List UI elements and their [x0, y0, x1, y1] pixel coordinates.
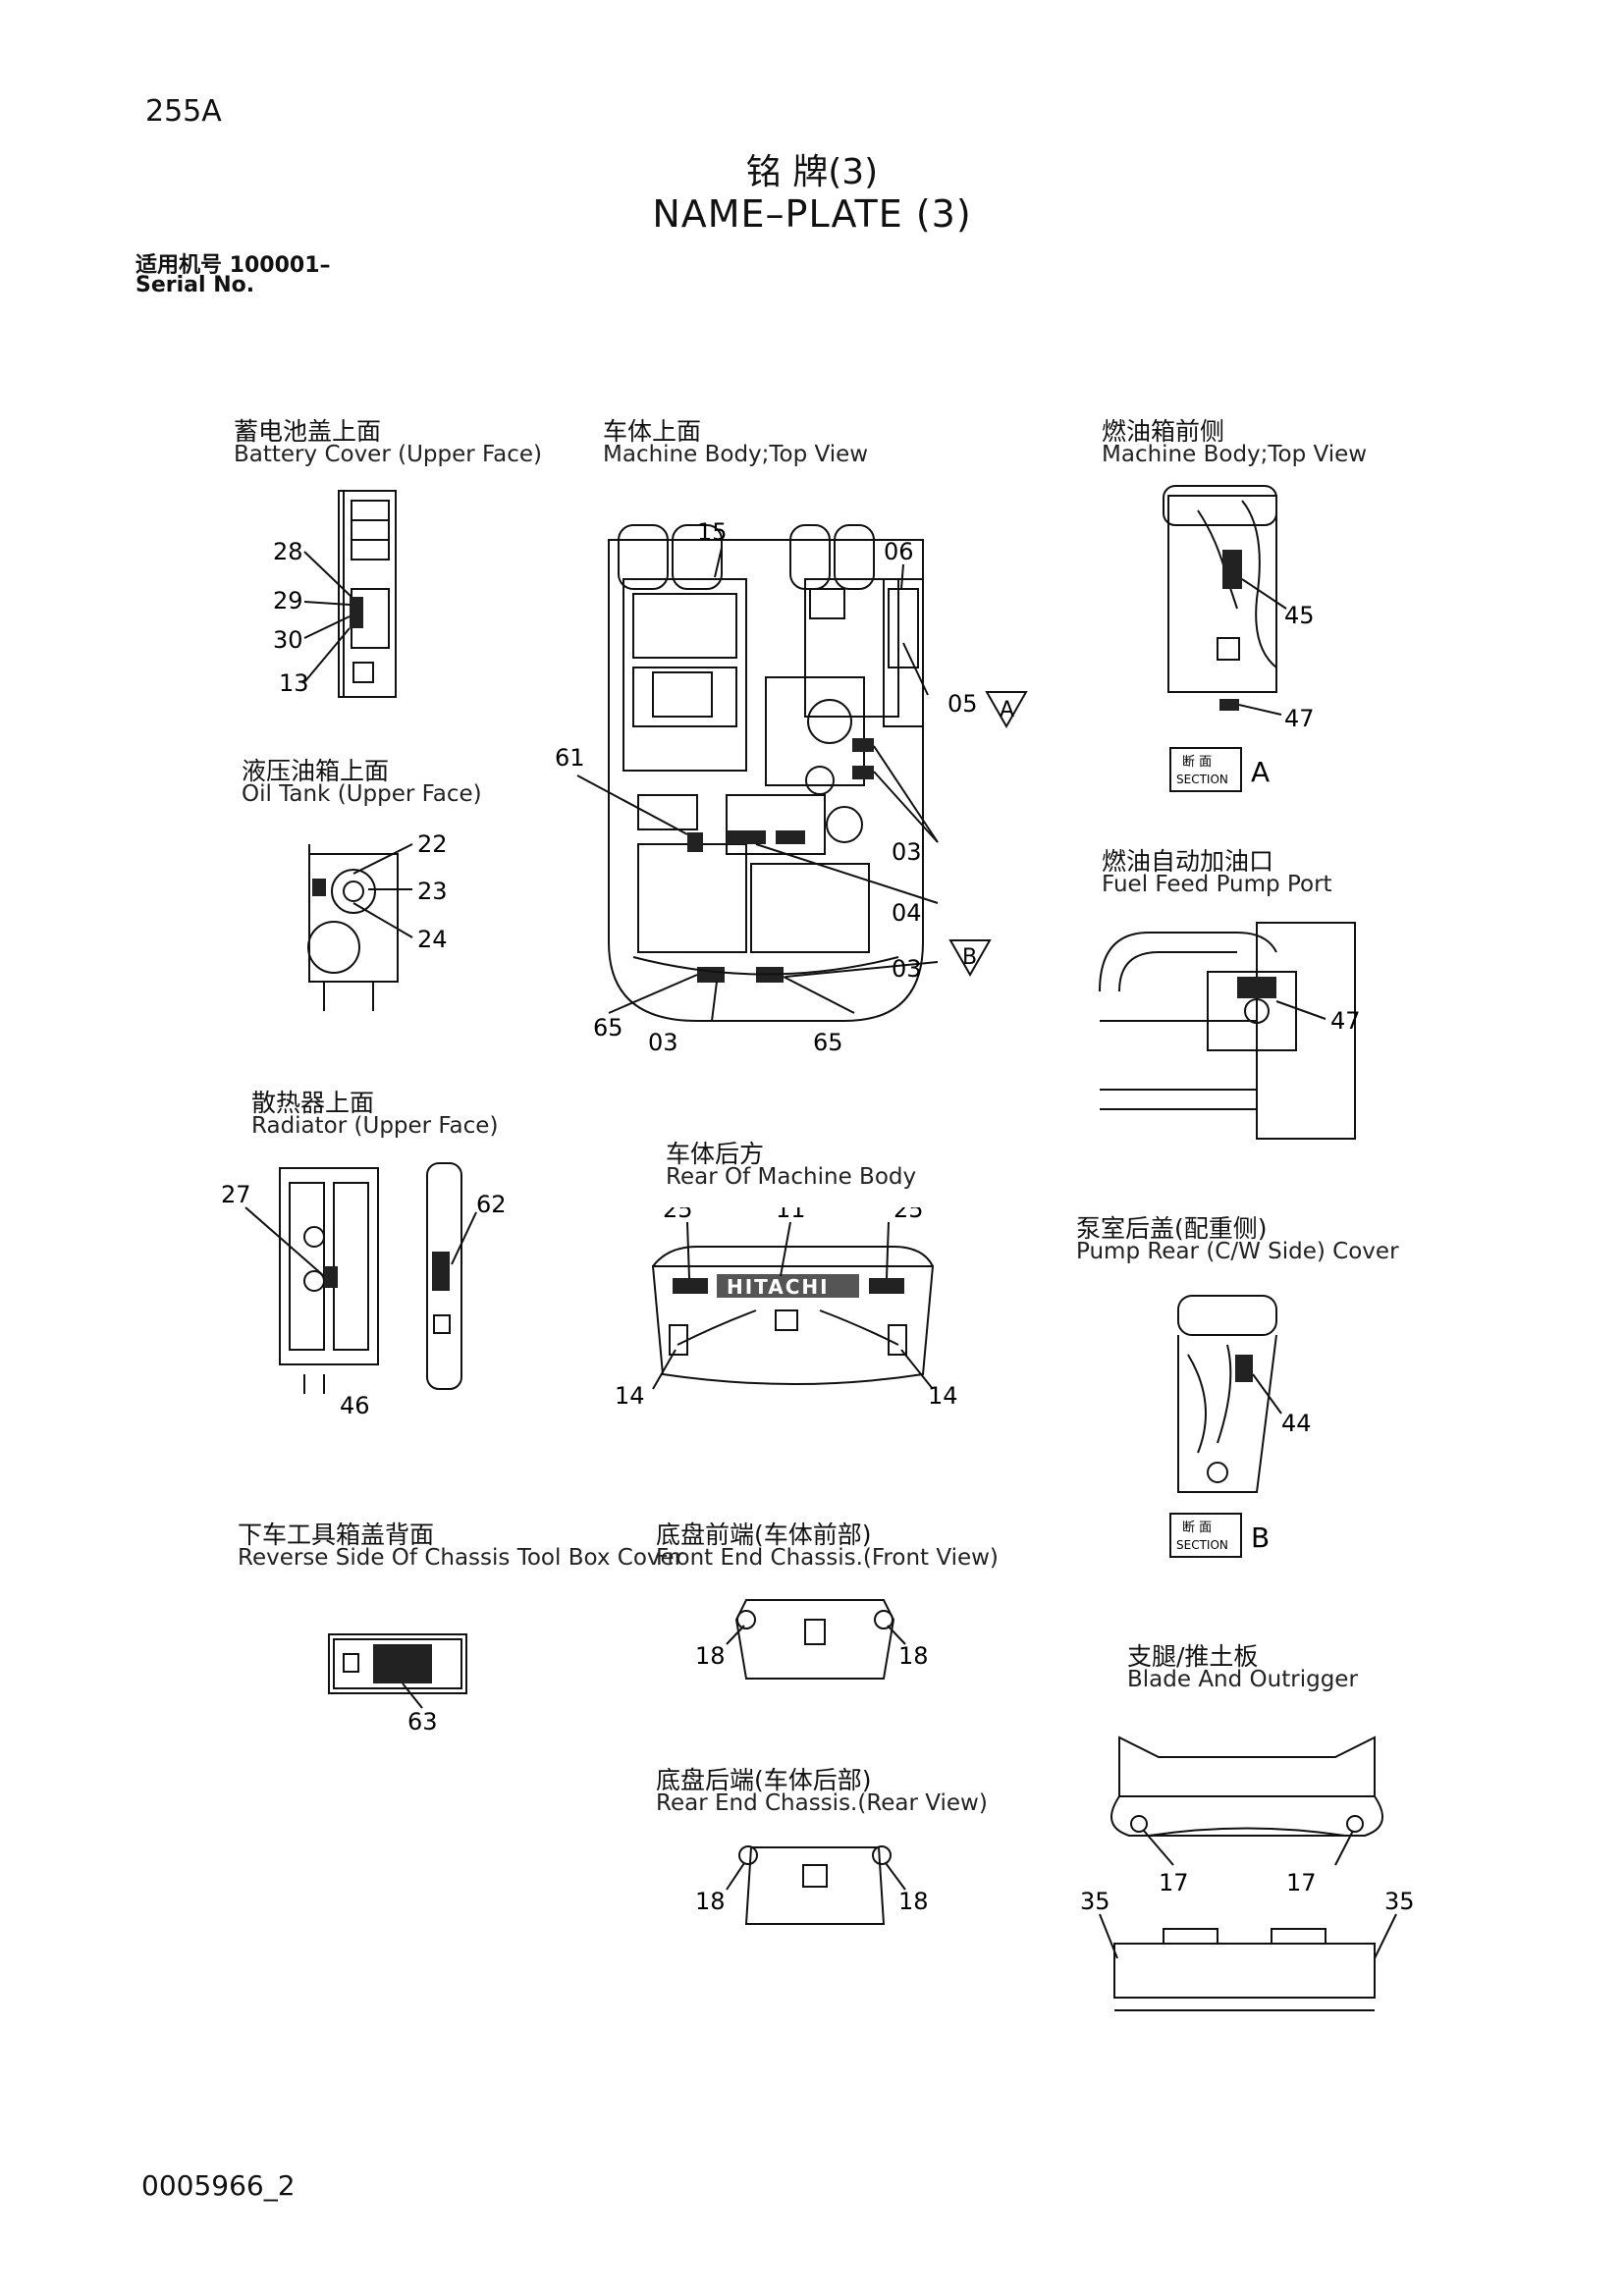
blade-caption-en: Blade And Outrigger: [1127, 1667, 1358, 1692]
callout-47b: 47: [1330, 1007, 1361, 1035]
callout-14a: 14: [615, 1382, 645, 1410]
radiator-caption-cn: 散热器上面: [251, 1089, 375, 1117]
callout-27: 27: [221, 1181, 251, 1208]
callout-45: 45: [1284, 602, 1315, 629]
callout-13: 13: [279, 669, 309, 697]
callout-62: 62: [476, 1191, 507, 1218]
callout-03b: 03: [892, 955, 922, 983]
rear-chassis-caption-cn: 底盘后端(车体后部): [656, 1766, 872, 1794]
callout-18c: 18: [695, 1888, 726, 1915]
pump-rear-caption-en: Pump Rear (C/W Side) Cover: [1076, 1239, 1399, 1264]
tool-box-caption-en: Reverse Side Of Chassis Tool Box Cover: [238, 1545, 684, 1571]
callout-15: 15: [697, 518, 728, 546]
fuel-pump-figure: 47: [1099, 922, 1361, 1140]
callout-25b: 25: [893, 1207, 924, 1223]
title-english: NAME–PLATE (3): [652, 192, 972, 236]
callout-04: 04: [892, 899, 922, 927]
callout-03a: 03: [892, 838, 922, 866]
callout-47: 47: [1284, 705, 1315, 732]
callout-22: 22: [417, 830, 448, 858]
title-chinese: 铭 牌(3): [745, 152, 879, 192]
page-code: 255A: [145, 94, 222, 129]
rear-body-caption-cn: 车体后方: [666, 1140, 765, 1168]
callout-28: 28: [273, 538, 303, 565]
callout-18d: 18: [898, 1888, 929, 1915]
rear-body-figure: HITACHI 25 11 25 14 14: [615, 1207, 958, 1410]
svg-text:断 面: 断 面: [1182, 1521, 1212, 1535]
machine-body-caption-en: Machine Body;Top View: [603, 442, 869, 467]
serial-label-english: Serial No.: [135, 273, 255, 297]
svg-text:B: B: [1251, 1522, 1270, 1554]
pump-rear-caption-cn: 泵室后盖(配重侧): [1076, 1214, 1268, 1243]
section-b-marker: 断 面 SECTION B: [1169, 1513, 1270, 1558]
callout-65a: 65: [593, 1014, 623, 1041]
fuel-tank-caption-cn: 燃油箱前侧: [1102, 417, 1225, 446]
svg-text:断 面: 断 面: [1182, 755, 1212, 770]
front-chassis-caption-cn: 底盘前端(车体前部): [656, 1521, 872, 1549]
callout-24: 24: [417, 926, 448, 953]
callout-17b: 17: [1286, 1869, 1317, 1896]
fuel-pump-caption-cn: 燃油自动加油口: [1102, 847, 1274, 876]
oil-tank-caption-cn: 液压油箱上面: [242, 757, 390, 785]
view-a-marker: A: [1000, 698, 1014, 722]
rear-body-caption-en: Rear Of Machine Body: [666, 1164, 917, 1190]
callout-63: 63: [407, 1708, 438, 1735]
callout-29: 29: [273, 587, 303, 614]
callout-18b: 18: [898, 1642, 929, 1670]
serial-label-chinese: 适用机号 100001–: [135, 253, 331, 278]
rear-chassis-caption-en: Rear End Chassis.(Rear View): [656, 1790, 988, 1816]
svg-text:A: A: [1251, 756, 1270, 788]
svg-text:SECTION: SECTION: [1176, 773, 1228, 786]
callout-30: 30: [273, 626, 303, 654]
fuel-tank-figure: 45 47: [1163, 485, 1315, 732]
front-chassis-caption-en: Front End Chassis.(Front View): [656, 1545, 999, 1571]
document-code: 0005966_2: [141, 2169, 296, 2202]
tool-box-figure: 63: [328, 1633, 467, 1735]
front-chassis-figure: 18 18: [695, 1599, 929, 1680]
callout-17a: 17: [1159, 1869, 1189, 1896]
callout-44: 44: [1281, 1410, 1312, 1437]
svg-text:SECTION: SECTION: [1176, 1538, 1228, 1552]
callout-14b: 14: [928, 1382, 958, 1410]
callout-35a: 35: [1080, 1888, 1110, 1915]
callout-18a: 18: [695, 1642, 726, 1670]
callout-65b: 65: [813, 1029, 843, 1056]
fuel-tank-caption-en: Machine Body;Top View: [1102, 442, 1368, 467]
fuel-pump-caption-en: Fuel Feed Pump Port: [1102, 872, 1332, 897]
callout-25a: 25: [663, 1207, 693, 1223]
pump-rear-figure: 44: [1177, 1295, 1312, 1493]
callout-06: 06: [884, 538, 914, 565]
blade-outrigger-figure: 17 17 35 35: [1080, 1735, 1414, 2011]
battery-cover-caption-en: Battery Cover (Upper Face): [234, 442, 543, 467]
tool-box-caption-cn: 下车工具箱盖背面: [238, 1521, 435, 1549]
machine-body-top-figure: 15 06 05 61 03 04 03 65 03 65 A B: [555, 518, 1028, 1056]
view-b-marker: B: [962, 945, 977, 970]
callout-05: 05: [947, 690, 978, 718]
machine-body-caption-cn: 车体上面: [603, 417, 702, 446]
callout-23: 23: [417, 878, 448, 905]
oil-tank-figure: 22 23 24: [307, 830, 448, 1011]
battery-cover-caption-cn: 蓄电池盖上面: [234, 417, 382, 446]
callout-61: 61: [555, 744, 585, 772]
battery-cover-figure: 28 29 30 13: [273, 490, 397, 698]
blade-caption-cn: 支腿/推土板: [1127, 1642, 1259, 1671]
callout-46: 46: [340, 1392, 370, 1419]
callout-11: 11: [776, 1207, 806, 1223]
section-a-marker: 断 面 SECTION A: [1169, 747, 1270, 792]
radiator-figure: 27 62 46: [221, 1162, 507, 1419]
oil-tank-caption-en: Oil Tank (Upper Face): [242, 781, 482, 807]
rear-chassis-figure: 18 18: [695, 1845, 929, 1925]
callout-35b: 35: [1384, 1888, 1414, 1915]
callout-03c: 03: [648, 1029, 678, 1056]
radiator-caption-en: Radiator (Upper Face): [251, 1113, 499, 1139]
brand-logo-text: HITACHI: [727, 1275, 830, 1299]
